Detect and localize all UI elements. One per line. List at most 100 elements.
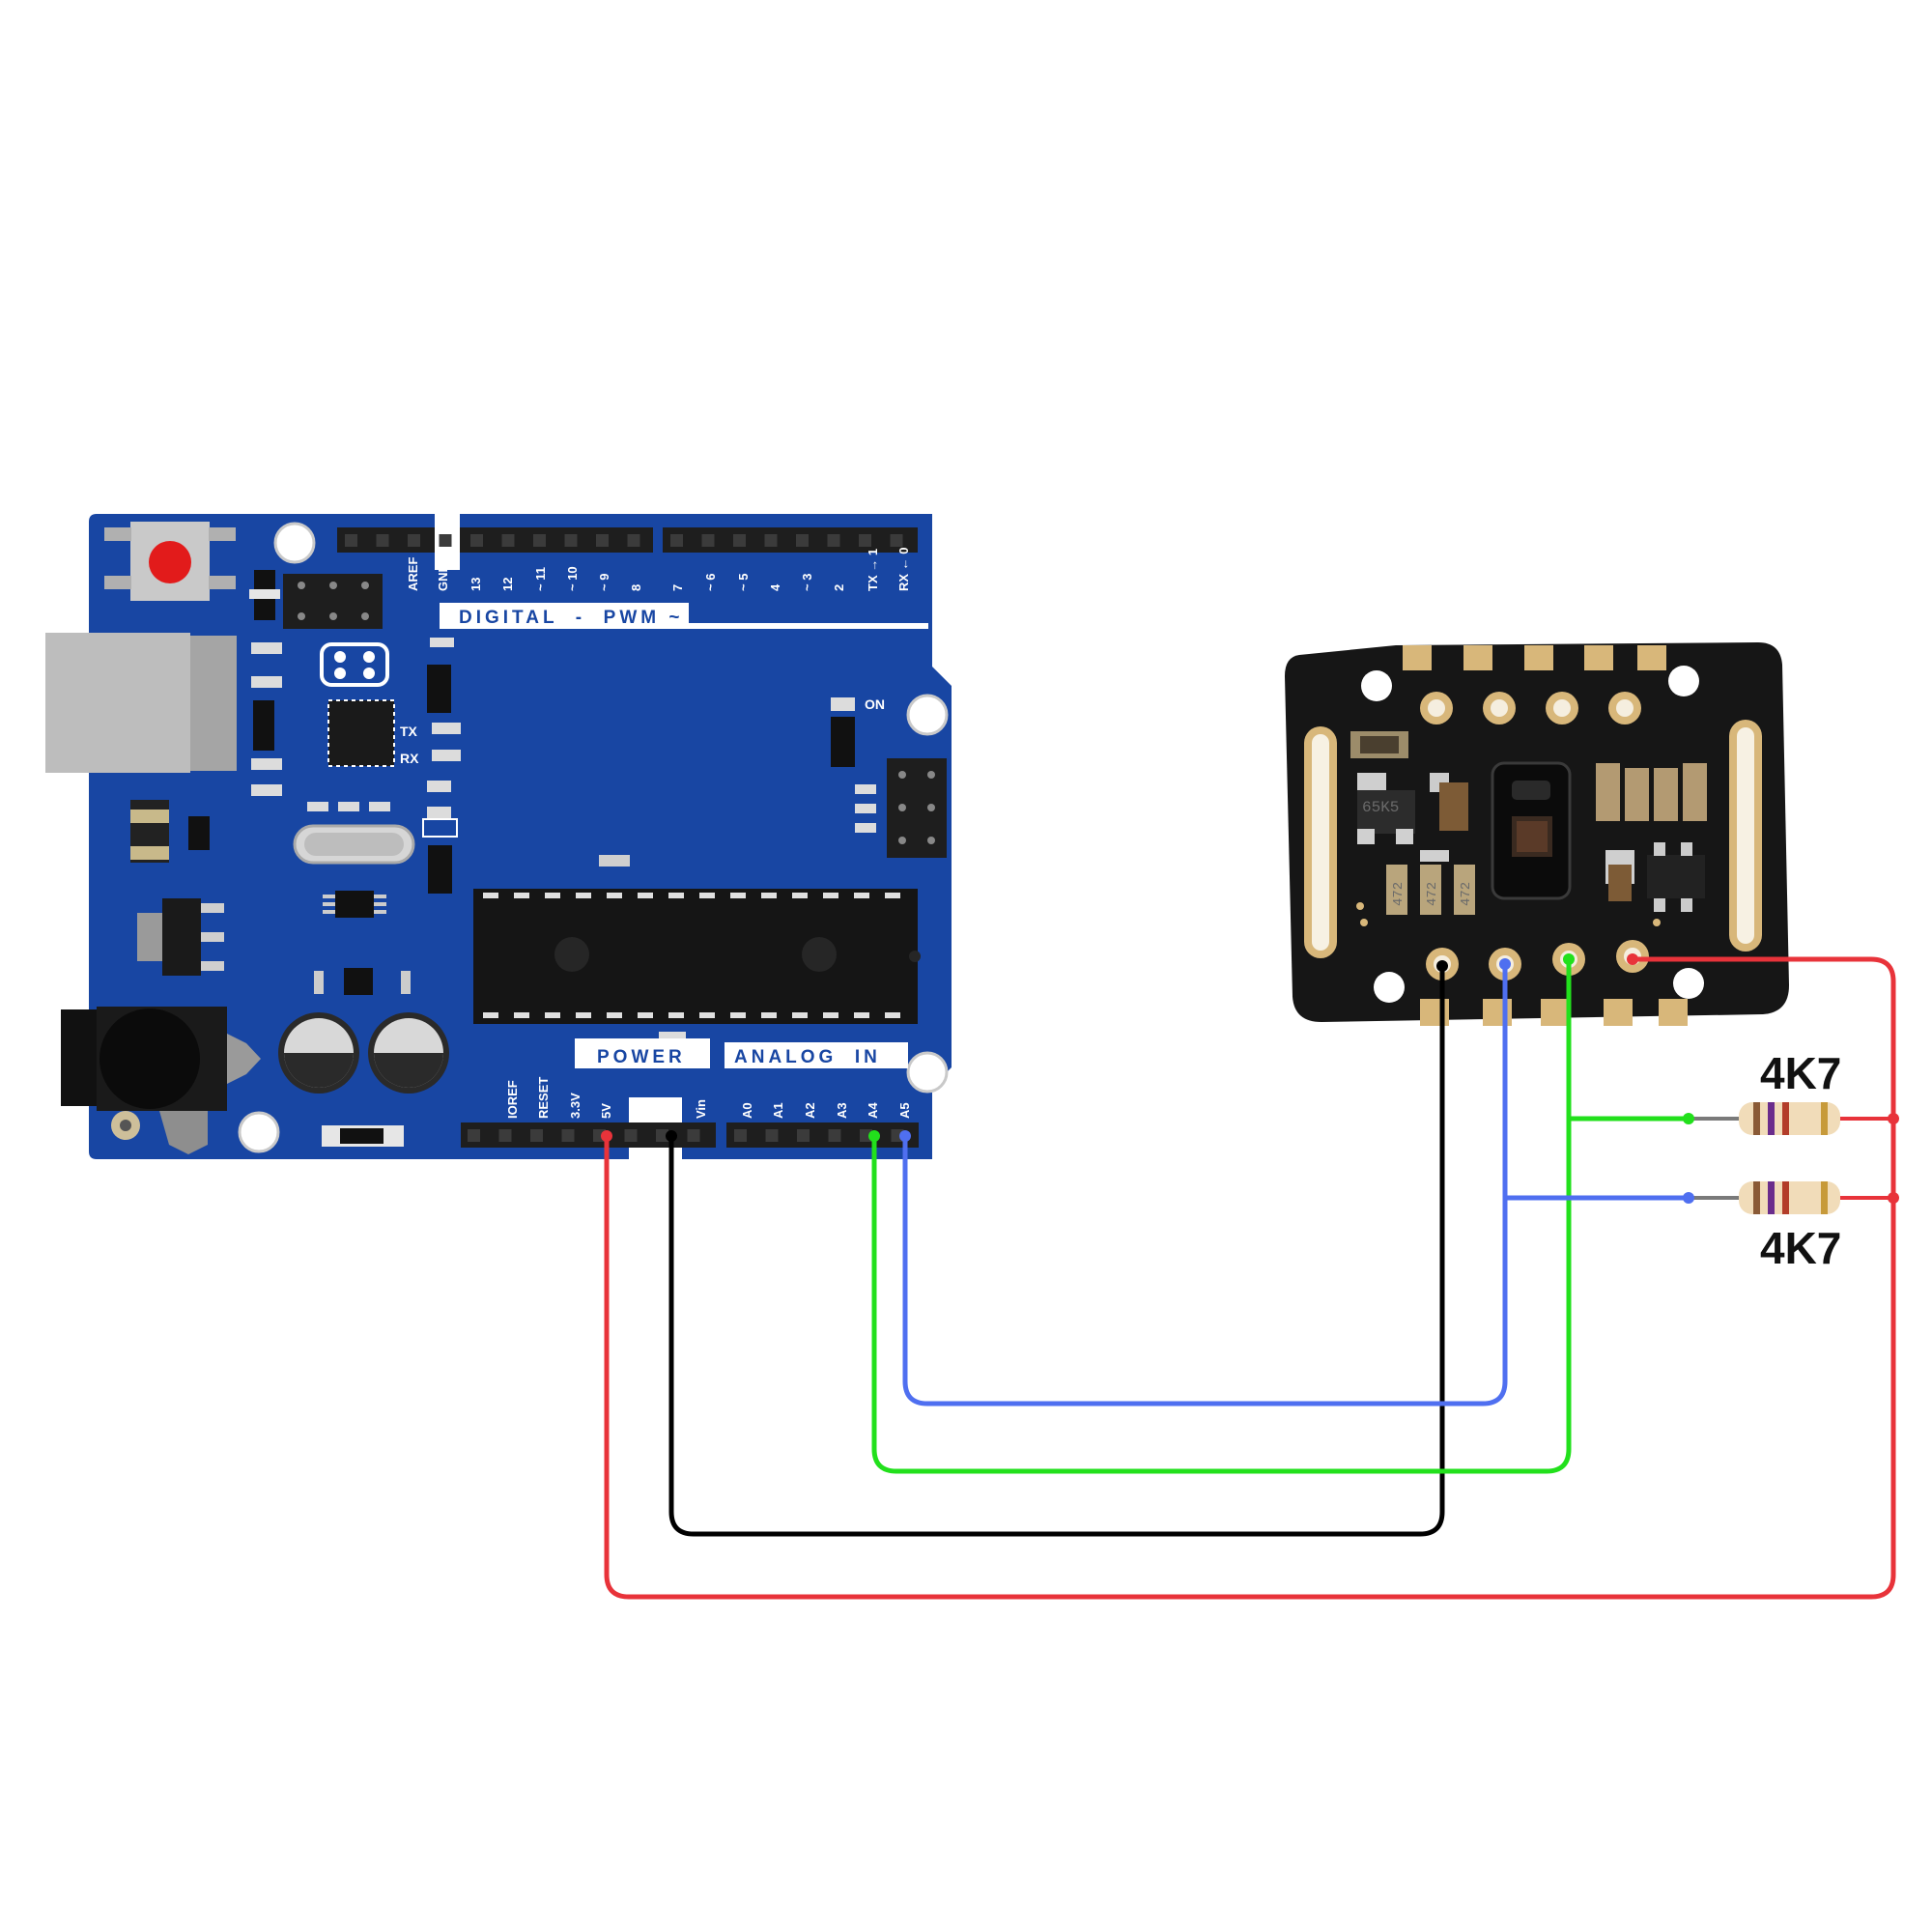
- chip-pin: [576, 893, 591, 898]
- chip-pin: [761, 1012, 777, 1018]
- wire-junction-dot: [1499, 958, 1511, 970]
- chip-pin: [730, 1012, 746, 1018]
- digital-pin-label: 4: [768, 583, 782, 591]
- digital-pwm-label: DIGITAL - PWM ~: [459, 608, 684, 628]
- chip-pin: [823, 1012, 838, 1018]
- resistor-label-top: 4K7: [1760, 1048, 1841, 1098]
- sensor-mount-hole: [1668, 666, 1699, 696]
- wire-a4-sda[interactable]: [871, 956, 1572, 1474]
- chip-pin: [638, 893, 653, 898]
- bottom-castellated-pads: [1420, 999, 1688, 1026]
- header-hole: [564, 534, 578, 547]
- digital-pin-label: TX → 1: [866, 549, 880, 591]
- digital-pin-label: 12: [500, 578, 515, 591]
- power-banner: POWER: [575, 1038, 710, 1068]
- wire-junction-dot: [1436, 960, 1448, 972]
- digital-pwm-banner: DIGITAL - PWM ~: [440, 603, 928, 629]
- chip-pin: [823, 893, 838, 898]
- wire-junction-dot: [1888, 1192, 1899, 1204]
- header-hole: [561, 1129, 575, 1142]
- resistor-r1: 4K7: [1689, 1048, 1898, 1135]
- header-hole: [796, 534, 809, 547]
- header-hole: [439, 534, 452, 547]
- wire-junction-dot: [1563, 953, 1575, 965]
- usb-connector: [45, 633, 237, 773]
- analog-pin-label: A2: [803, 1102, 817, 1119]
- header-hole: [470, 534, 483, 547]
- header-hole: [501, 534, 515, 547]
- header-hole: [859, 534, 871, 547]
- jumper-pads: [320, 642, 389, 687]
- resistor-label-bottom: 4K7: [1760, 1223, 1841, 1273]
- wire-junction-dot: [868, 1130, 880, 1142]
- wire-5v-vin[interactable]: [604, 956, 1896, 1600]
- header-hole: [890, 534, 903, 547]
- digital-pin-label: ~ 10: [565, 566, 580, 591]
- chip-pin: [483, 893, 498, 898]
- header-hole: [345, 534, 357, 547]
- wire-junction-dot: [1627, 953, 1638, 965]
- header-hole: [687, 1129, 700, 1142]
- header-hole: [701, 534, 715, 547]
- analog-pin-label: A3: [835, 1102, 849, 1119]
- chip-pin: [854, 893, 869, 898]
- on-led-label: ON: [865, 696, 885, 712]
- max30102-sensor-module: 65K5 472 472 472: [1285, 642, 1789, 1026]
- sensor-smd-components: 65K5 472 472 472: [1350, 731, 1707, 926]
- header-hole: [670, 534, 683, 547]
- header-hole: [376, 534, 389, 547]
- chip-code-65k5: 65K5: [1362, 799, 1399, 816]
- electrolytic-capacitor: [368, 1012, 449, 1094]
- atmega-microcontroller: [473, 889, 921, 1024]
- wire-junction-dot: [899, 1130, 911, 1142]
- resistor-r2: 4K7: [1689, 1181, 1898, 1273]
- wire-junction-dot: [601, 1130, 612, 1142]
- wire-gnd-gnd[interactable]: [668, 963, 1445, 1537]
- chip-pin: [699, 893, 715, 898]
- power-pin-label: RESET: [536, 1077, 551, 1119]
- voltage-regulator: [137, 898, 224, 976]
- header-hole: [596, 534, 609, 547]
- header-hole: [828, 1129, 841, 1142]
- wire-junction-dot: [666, 1130, 677, 1142]
- analog-pin-label: A0: [740, 1102, 754, 1119]
- chip-pin: [668, 893, 684, 898]
- chip-pin: [514, 1012, 529, 1018]
- wire-junctions: [601, 953, 1899, 1204]
- header-hole: [498, 1129, 512, 1142]
- chip-pin: [885, 893, 900, 898]
- chip-code-472: 472: [1425, 882, 1440, 906]
- crystal-oscillator: [293, 824, 415, 865]
- header-hole: [533, 534, 546, 547]
- analog-header: [726, 1122, 919, 1148]
- chip-pin: [638, 1012, 653, 1018]
- power-pin-label: IOREF: [505, 1080, 520, 1119]
- header-hole: [530, 1129, 543, 1142]
- rx-led-label: RX: [400, 751, 419, 766]
- sensor-mount-hole: [1673, 968, 1704, 999]
- chip-pin: [483, 1012, 498, 1018]
- chip-code-472: 472: [1459, 882, 1474, 906]
- mount-hole: [238, 1111, 280, 1153]
- reset-button[interactable]: [104, 522, 236, 601]
- top-pin-holes: [1420, 692, 1641, 724]
- icsp-header-main: [887, 758, 947, 858]
- usb-interface-chip: [327, 699, 395, 767]
- dc-power-jack: [61, 1007, 261, 1154]
- chip-pin: [545, 1012, 560, 1018]
- tx-led-label: TX: [400, 724, 418, 739]
- wire-a5-scl[interactable]: [902, 961, 1508, 1406]
- chip-pin: [854, 1012, 869, 1018]
- chip-pin: [730, 893, 746, 898]
- header-hole: [624, 1129, 638, 1142]
- power-label: POWER: [597, 1047, 686, 1067]
- power-pin-label: 3.3V: [568, 1093, 582, 1119]
- digital-pin-label: RX ← 0: [896, 547, 911, 591]
- digital-pin-label: ~ 5: [736, 574, 751, 591]
- chip-pin: [885, 1012, 900, 1018]
- analog-pin-label: A5: [897, 1102, 912, 1119]
- gnd-bottom-highlight: [629, 1148, 682, 1161]
- mount-hole: [273, 522, 316, 564]
- arduino-uno-board: TX RX: [45, 514, 952, 1161]
